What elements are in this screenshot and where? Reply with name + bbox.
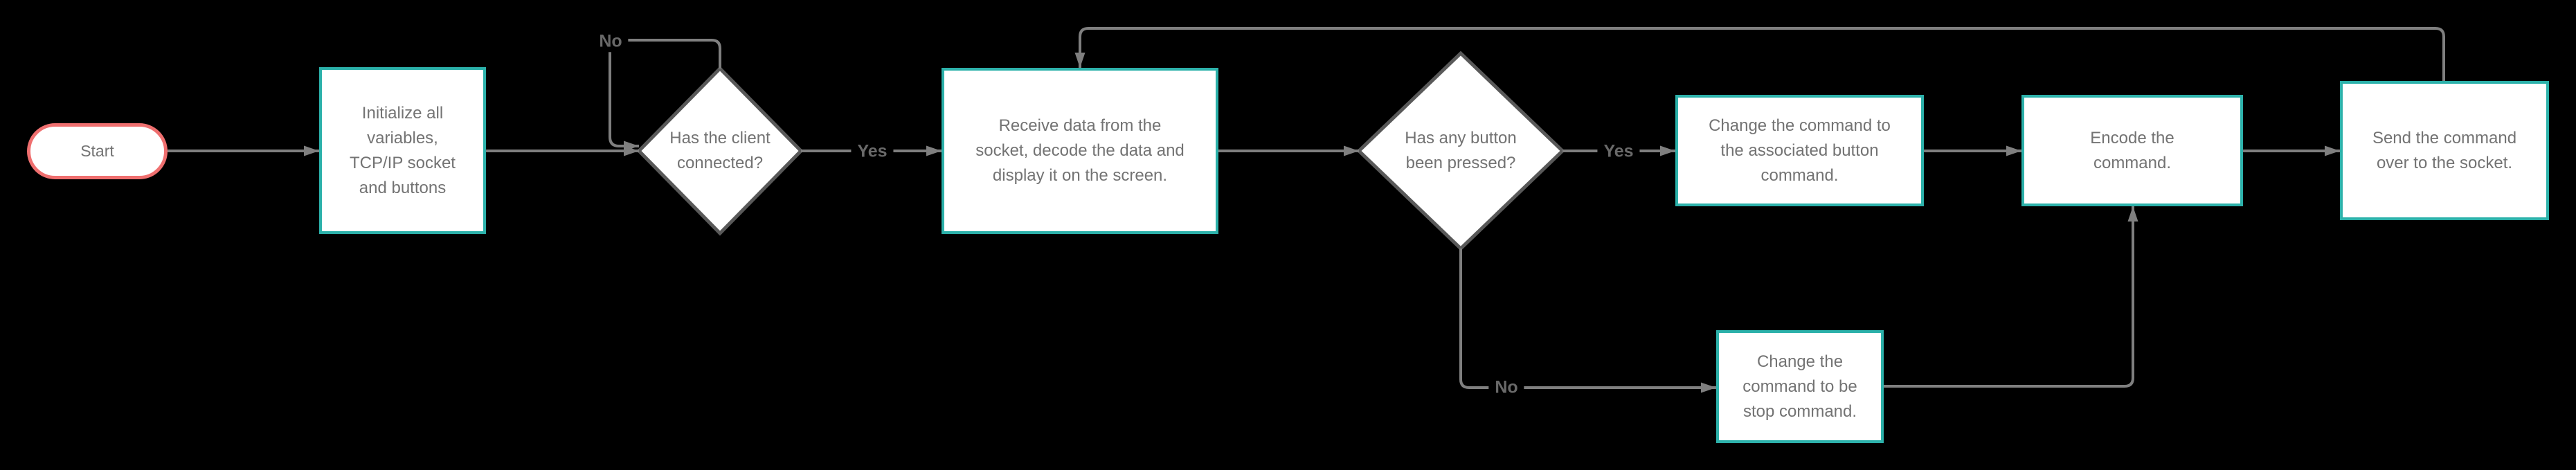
edge-label-no-button-pressed: No — [1488, 377, 1524, 398]
node-stop-command: Change the command to be stop command. — [1716, 330, 1884, 443]
node-send-command: Send the command over to the socket. — [2340, 81, 2549, 220]
node-change-button-command: Change the command to the associated but… — [1675, 95, 1924, 206]
edge-client-connected-no-loop-return — [609, 51, 639, 152]
edge-client-connected-no-loop-top — [604, 39, 721, 69]
edge-button-pressed-no-to-stop — [1459, 248, 1716, 393]
edge-send-feedback-to-receive — [1074, 27, 2445, 81]
edge-label-yes-client-connected: Yes — [851, 141, 894, 162]
node-client-connected: Has the client connected? — [669, 129, 771, 172]
edge-label-no-client-connected: No — [593, 31, 629, 52]
node-start: Start — [27, 123, 168, 179]
node-encode-command: Encode the command. — [2021, 95, 2243, 206]
node-receive-data: Receive data from the socket, decode the… — [942, 68, 1218, 234]
node-button-pressed: Has any button been pressed? — [1405, 129, 1517, 172]
node-initialize: Initialize all variables, TCP/IP socket … — [319, 67, 486, 234]
edge-stop-to-encode — [1884, 206, 2138, 388]
edge-label-yes-button-pressed: Yes — [1597, 141, 1640, 162]
decision-client-connected-shape — [636, 66, 804, 236]
